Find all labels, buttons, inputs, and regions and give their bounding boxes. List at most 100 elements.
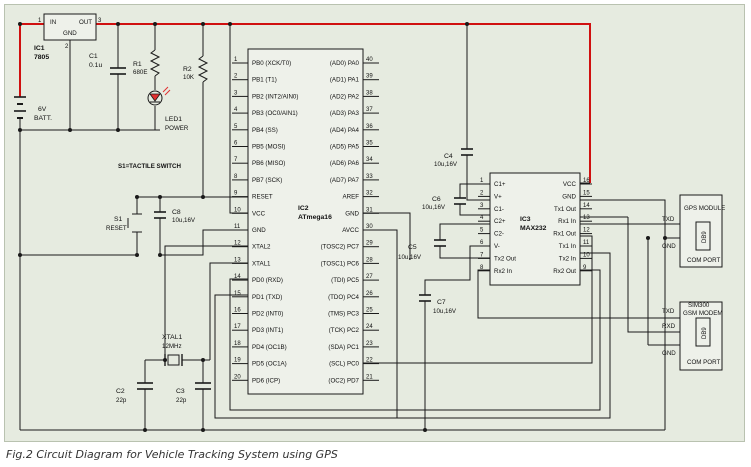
ic3-ref: IC3	[520, 216, 531, 223]
ic2-pin-number: 37	[366, 107, 373, 113]
c8-ref: C8	[172, 209, 181, 216]
c2-ref: C2	[116, 388, 125, 395]
tx1out-gsm-line	[627, 217, 680, 333]
ic2-pin-name: PD2 (INT0)	[252, 311, 283, 318]
ic2-pin-number: 18	[234, 341, 241, 347]
ic2-pin-number: 19	[234, 358, 241, 364]
ic2-pin-number: 16	[234, 308, 241, 314]
gsm-title-2: GSM MODEM	[683, 310, 723, 317]
c4-line	[466, 155, 490, 201]
txd-line	[214, 252, 611, 419]
ic2-part: ATmega16	[298, 214, 332, 221]
ic2-pin-name: PB2 (INT2/AIN0)	[252, 93, 298, 100]
gps-db9-connector	[695, 221, 711, 251]
ic3-pin-number: 14	[583, 203, 590, 209]
ic2-pin-name: VCC	[252, 210, 266, 217]
switch-note: S1=TACTILE SWITCH	[118, 163, 181, 170]
xtal2-wire	[164, 245, 248, 360]
ic2-pin-number: 11	[234, 224, 241, 230]
ic1-out-label: OUT	[79, 19, 92, 26]
ic2-ref: IC2	[298, 205, 309, 212]
ic2-pin-name: (AD5) PA5	[330, 144, 360, 151]
ic2-pin-name: RESET	[252, 194, 273, 201]
ic1-ref: IC1	[34, 45, 45, 52]
ic3-pin-number: 11	[583, 240, 590, 246]
c3-value: 22p	[176, 397, 187, 404]
led1-ref: LED1	[165, 116, 182, 123]
ic3-pin-number: 7	[480, 252, 484, 258]
c1-ref: C1	[89, 53, 98, 60]
ic2-pin-name: PD3 (INT1)	[252, 327, 283, 334]
ic3-pin-number: 16	[583, 178, 590, 184]
xtal-ref: XTAL1	[162, 334, 182, 341]
ic3-pin-number: 9	[583, 265, 587, 271]
ic2-pin-number: 23	[366, 341, 373, 347]
ic3-pin-name: Rx2 In	[494, 268, 512, 275]
ic3-pin-name: GND	[562, 193, 576, 200]
c4-ref: C4	[444, 153, 453, 160]
ic3-pin-stubs	[478, 183, 592, 272]
ic1-pin-gnd: 2	[65, 44, 69, 50]
c6-value: 10u,16V	[422, 204, 446, 211]
ic2-pin-number: 22	[366, 358, 373, 364]
ic1-gnd-label: GND	[63, 30, 77, 37]
ic1-labels: IC1 7805 IN OUT GND 1 2 3	[34, 18, 102, 61]
circuit-diagram: IC1 7805 IN OUT GND 1 2 3 6V BATT. C1 0.…	[14, 13, 725, 432]
gps-txd-label: TXD	[662, 216, 675, 223]
ic1-in-label: IN	[50, 19, 56, 26]
regulated-rail-wire	[96, 23, 591, 183]
gnd15-line	[580, 199, 666, 430]
c7-line	[424, 245, 490, 295]
ic2-pin-name: PB7 (SCK)	[252, 177, 282, 184]
ic1-body	[43, 13, 97, 41]
led1-label: POWER	[165, 125, 189, 132]
gps-title: GPS MODULE	[684, 205, 725, 212]
ic2-pin-number: 1	[234, 57, 238, 63]
ic3-pin-number: 13	[583, 215, 590, 221]
ic2-pin-number: 5	[234, 124, 238, 130]
c1-value: 0.1u	[89, 62, 102, 69]
ic1-pin-out: 3	[98, 18, 102, 24]
ic2-pin-number: 9	[234, 191, 238, 197]
ic2-pin-number: 6	[234, 141, 238, 147]
gnd31-line	[363, 212, 411, 260]
c5-line	[439, 223, 490, 240]
gsm-port-label: COM PORT	[687, 359, 720, 366]
ic1-pin-in: 1	[38, 18, 42, 24]
led1-icon	[147, 86, 171, 106]
ic2-pin-number: 35	[366, 141, 373, 147]
ic2-pin-number: 31	[366, 207, 373, 213]
r1-ref: R1	[133, 61, 142, 68]
ic3-pin-number: 3	[480, 203, 484, 209]
battery-voltage: 6V	[38, 106, 47, 113]
ic2-pin-name: (SDA) PC1	[328, 344, 359, 351]
ic2-pin-number: 36	[366, 124, 373, 130]
ic2-pin-name: PB5 (MOSI)	[252, 144, 285, 151]
ic2-pin-number: 3	[234, 90, 238, 96]
ic2-pin-name: PD5 (OC1A)	[252, 361, 287, 368]
ic2-pin-number: 30	[366, 224, 373, 230]
c3-ref: C3	[176, 388, 185, 395]
ic2-pin-number: 27	[366, 274, 373, 280]
ic3-pin-number: 8	[480, 265, 484, 271]
ic2-pin-number: 8	[234, 174, 238, 180]
r2-resistor	[197, 55, 209, 83]
ic2-pin-number: 20	[234, 374, 241, 380]
ic2-pin-number: 4	[234, 107, 238, 113]
ic3-pin-name: Rx1 In	[558, 218, 576, 225]
ic2-pin-number: 14	[234, 274, 241, 280]
ic3-pin-number: 12	[583, 228, 590, 234]
ic2-pin-number: 10	[234, 207, 241, 213]
ic3-pin-name: Rx1 Out	[553, 231, 576, 238]
ic2-pin-name: (AD3) PA3	[330, 110, 360, 117]
ic3-pin-number: 2	[480, 190, 484, 196]
ic2-pin-name: GND	[252, 227, 266, 234]
ic2-pin-name: PB1 (T1)	[252, 77, 277, 84]
s1-ref: S1	[114, 216, 123, 223]
gsm-db9-label: DB9	[702, 327, 708, 339]
ic3-pin-name: V-	[494, 243, 500, 250]
ic2-pin-name: XTAL1	[252, 260, 271, 267]
ic3-pin-name: C1-	[494, 206, 504, 213]
gps-module-box	[679, 194, 723, 268]
